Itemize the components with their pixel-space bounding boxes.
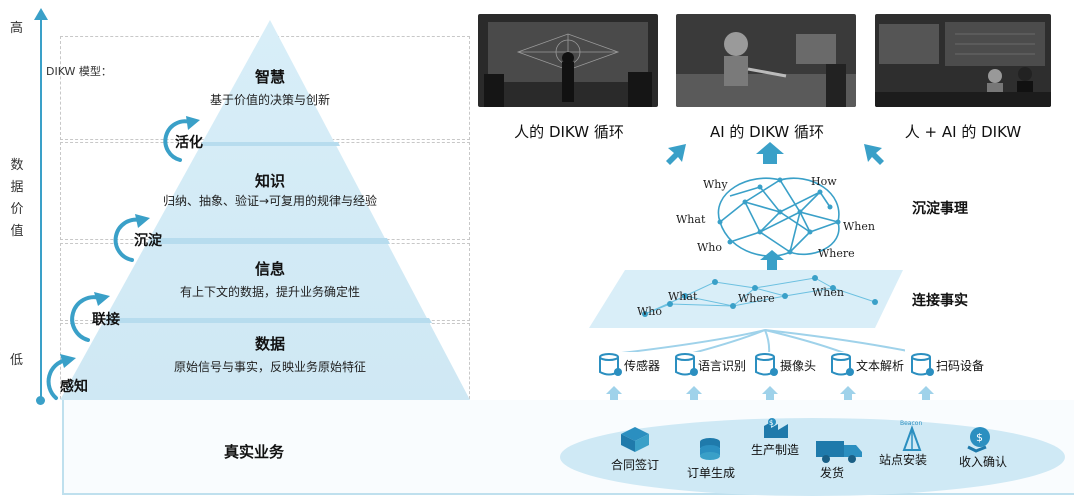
transition-sense: 感知 — [60, 379, 88, 395]
pyramid-body — [60, 20, 470, 400]
photo-human-ai-dikw — [875, 14, 1051, 107]
pyramid-stripe-2 — [150, 238, 390, 244]
axis-value-label: 数据价值 — [10, 158, 24, 239]
database-icon — [831, 353, 854, 376]
svg-text:$: $ — [769, 419, 773, 427]
pyramid — [46, 20, 470, 400]
brain-word-what: What — [676, 213, 706, 226]
settle-label: 沉淀事理 — [912, 201, 968, 217]
plane-word-where: Where — [738, 292, 775, 305]
photo-human-dikw — [478, 14, 658, 107]
level-desc-wisdom: 基于价值的决策与创新 — [209, 93, 330, 107]
box-icon — [621, 427, 649, 452]
brain-word-why: Why — [703, 178, 728, 191]
coins-icon — [700, 438, 720, 460]
plane-surface — [589, 270, 903, 328]
arrow-left-icon — [666, 144, 686, 165]
plane-word-who: Who — [637, 305, 663, 318]
arrow-head-3 — [94, 292, 110, 306]
fan-lines — [621, 329, 905, 352]
business-title: 真实业务 — [224, 443, 285, 461]
pyramid-stripe-1 — [200, 142, 340, 146]
biz-item-revenue: 收入确认 — [958, 455, 1007, 469]
brain-word-when: When — [843, 220, 875, 233]
upward-arrows-row — [606, 386, 934, 400]
source-sensor: 传感器 — [624, 359, 661, 373]
caption-human-dikw: 人的 DIKW 循环 — [514, 123, 624, 141]
brain-word-who: Who — [697, 241, 723, 254]
transition-link: 联接 — [92, 312, 120, 328]
database-icon — [755, 353, 778, 376]
source-text: 文本解析 — [856, 359, 905, 373]
level-desc-data: 原始信号与事实，反映业务原始特征 — [173, 360, 366, 374]
plane-word-when: When — [812, 286, 844, 299]
biz-item-install: 站点安装 — [878, 453, 927, 467]
arc-arrow-link — [70, 295, 102, 342]
plane-nodes — [642, 275, 878, 317]
caption-ai-dikw: AI 的 DIKW 循环 — [709, 123, 825, 141]
transition-activate: 活化 — [175, 135, 203, 151]
brain-network — [717, 177, 841, 257]
axis-origin — [36, 396, 45, 405]
brain-word-how: How — [811, 175, 837, 188]
tower-label: Beacon — [900, 420, 922, 427]
axis-high-label: 高 — [10, 21, 24, 36]
source-scanner: 扫码设备 — [936, 359, 985, 373]
arrow-head-2 — [135, 214, 150, 228]
arc-arrow-activate — [163, 119, 192, 162]
value-axis — [40, 18, 42, 400]
plane-word-what: What — [668, 290, 698, 303]
source-camera: 摄像头 — [780, 359, 817, 373]
biz-item-ship: 发货 — [819, 466, 844, 480]
level-title-information: 信息 — [254, 260, 285, 278]
level-desc-knowledge: 归纳、抽象、验证→可复用的规律与经验 — [162, 194, 378, 208]
level-title-data: 数据 — [254, 335, 285, 353]
brain-word-where: Where — [818, 247, 855, 260]
arrows-to-photos — [666, 142, 884, 165]
photo-ai-dikw — [676, 14, 856, 107]
level-desc-information: 有上下文的数据，提升业务确定性 — [179, 285, 360, 299]
connect-facts-label: 连接事实 — [912, 293, 968, 309]
arc-arrow-sense — [46, 358, 68, 400]
tower-icon: Beacon — [900, 420, 922, 451]
arrow-center-icon — [756, 142, 784, 164]
level-title-knowledge: 知识 — [254, 172, 285, 190]
axis-low-label: 低 — [10, 353, 24, 368]
pyramid-stripe-3 — [108, 318, 432, 323]
payment-icon: $ — [967, 427, 990, 453]
connect-plane — [589, 270, 905, 352]
biz-item-contract: 合同签订 — [610, 458, 659, 472]
arc-arrow-settle — [113, 217, 142, 262]
axis-arrow-icon — [34, 8, 48, 20]
transition-settle: 沉淀 — [134, 233, 162, 249]
biz-item-order: 订单生成 — [686, 466, 735, 480]
source-speech: 语言识别 — [698, 359, 747, 373]
arrow-head-4 — [60, 354, 76, 368]
database-icon — [675, 353, 698, 376]
database-icon — [911, 353, 934, 376]
model-label: DIKW 模型： — [46, 65, 112, 78]
factory-icon: $ — [764, 418, 788, 438]
truck-icon — [816, 441, 862, 463]
biz-item-production: 生产制造 — [750, 443, 799, 457]
arrow-right-icon — [864, 144, 884, 165]
arrow-head-1 — [186, 116, 200, 130]
database-icon — [599, 353, 622, 376]
svg-text:$: $ — [976, 431, 983, 444]
level-title-wisdom: 智慧 — [254, 68, 285, 86]
caption-human-ai-dikw: 人 + AI 的 DIKW — [904, 123, 1022, 141]
